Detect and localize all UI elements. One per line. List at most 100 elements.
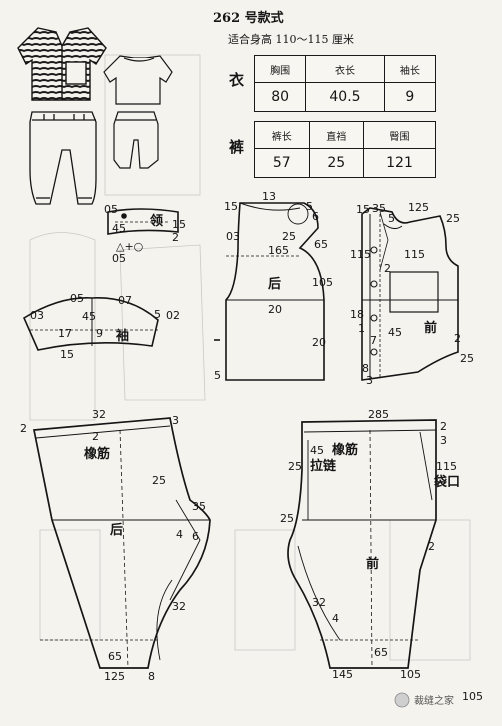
spec-header: 袖长 — [383, 55, 437, 83]
collar-label: 领 — [150, 213, 163, 229]
dim-label: 115 — [436, 460, 457, 473]
sleeve-piece — [22, 297, 159, 351]
spec-value: 25 — [308, 148, 364, 178]
back-bodice-label: 后 — [268, 276, 281, 292]
dim-label: 2 — [20, 422, 27, 435]
spec-value: 9 — [383, 82, 437, 112]
dim-label: 5 — [214, 369, 221, 382]
dim-label: 25 — [152, 474, 166, 487]
dim-label: 15 — [224, 200, 238, 213]
spec-header: 衣长 — [305, 55, 385, 83]
dim-label: 3 — [172, 414, 179, 427]
pants-front-piece — [287, 419, 437, 669]
dim-label: 4 — [332, 612, 339, 625]
sleeve-label: 袖 — [116, 328, 129, 344]
table-bottom-row-label: 裤 — [229, 138, 245, 156]
dim-label: 3 — [366, 374, 373, 387]
dim-label: 165 — [268, 244, 289, 257]
pants-front-label: 前 — [366, 556, 379, 572]
dim-label: 07 — [118, 294, 132, 307]
spec-value: 40.5 — [305, 82, 385, 112]
dim-label: 25 — [460, 352, 474, 365]
dim-label: 35 — [372, 202, 386, 215]
page-title: 262 号款式 — [213, 11, 284, 26]
spec-header: 胸围 — [253, 55, 307, 83]
collar-piece — [107, 208, 179, 235]
dim-label: 125 — [104, 670, 125, 683]
dim-label: 8 — [148, 670, 155, 683]
pants-illustration — [29, 111, 97, 205]
dim-label: 25 — [280, 512, 294, 525]
dim-label: 5 — [306, 200, 313, 213]
collar-mark: △+○ — [116, 240, 143, 253]
dim-label: 25 — [282, 230, 296, 243]
dim-label: 18 — [350, 308, 364, 321]
pants-back-piece — [32, 417, 211, 669]
dim-label: 20 — [268, 303, 282, 316]
dim-label: 45 — [388, 326, 402, 339]
dim-label: 65 — [314, 238, 328, 251]
dim-label: 115 — [404, 248, 425, 261]
dim-label: 15 — [172, 218, 186, 231]
spec-value: 121 — [363, 148, 436, 178]
spec-table-bottom: 裤长 直裆 臀围 57 25 121 — [254, 121, 436, 178]
dim-label: 65 — [108, 650, 122, 663]
spec-header: 裤长 — [254, 121, 310, 149]
dim-label: 05 — [104, 203, 118, 216]
dim-label: 20 — [312, 336, 326, 349]
dim-label: 7 — [370, 334, 377, 347]
dim-label: 105 — [312, 276, 333, 289]
zipper-label: 拉链 — [310, 458, 337, 474]
dim-label: 32 — [92, 408, 106, 421]
spec-table-top: 胸围 衣长 袖长 80 40.5 9 — [253, 55, 437, 112]
dim-label: 2 — [92, 430, 99, 443]
dim-label: 65 — [374, 646, 388, 659]
dim-label: 2 — [440, 420, 447, 433]
dim-label: 32 — [312, 596, 326, 609]
dim-label: 45 — [82, 310, 96, 323]
dim-label: 145 — [332, 668, 353, 681]
dim-label: 6 — [192, 530, 199, 543]
dim-label: 2 — [384, 262, 391, 275]
dim-label: 05 — [70, 292, 84, 305]
watermark-text: 裁缝之家 — [414, 694, 454, 707]
spec-value: 80 — [253, 82, 307, 112]
dim-label: 5 — [154, 308, 161, 321]
dim-label: 03 — [226, 230, 240, 243]
dim-label: 45 — [112, 222, 126, 235]
pants-back-illustration — [113, 111, 159, 169]
dim-label: 6 — [312, 210, 319, 223]
page-subtitle: 适合身高 110～115 厘米 — [228, 33, 354, 46]
dim-label: 105 — [400, 668, 421, 681]
pants-front-elastic-label: 橡筋 — [332, 442, 358, 458]
dim-label: 13 — [262, 190, 276, 203]
wechat-icon — [394, 692, 410, 708]
dim-label: 32 — [172, 600, 186, 613]
dim-label: 9 — [96, 327, 103, 340]
table-top-row-label: 衣 — [229, 71, 245, 89]
pants-back-elastic-label: 橡筋 — [84, 446, 110, 462]
dim-label: 115 — [350, 248, 371, 261]
back-bodice-piece — [214, 202, 325, 381]
dim-label: 17 — [58, 327, 72, 340]
watermark: 裁缝之家 — [394, 692, 454, 708]
pocket-opening-label: 袋口 — [433, 474, 460, 490]
dim-label: 25 — [288, 460, 302, 473]
dim-label: 125 — [408, 201, 429, 214]
dim-label: 3 — [440, 434, 447, 447]
dim-label: 35 — [192, 500, 206, 513]
dim-label: 45 — [310, 444, 324, 457]
dim-label: 2 — [454, 332, 461, 345]
front-bodice-label: 前 — [424, 320, 437, 336]
shirt-back-illustration — [103, 55, 173, 105]
page-number: 105 — [462, 690, 483, 703]
dim-label: 1 — [358, 322, 365, 335]
pants-back-label: 后 — [110, 522, 123, 538]
dim-label: 4 — [176, 528, 183, 541]
front-bodice-piece — [361, 207, 459, 381]
spec-value: 57 — [254, 148, 310, 178]
dim-label: 15 — [60, 348, 74, 361]
dim-label: 25 — [446, 212, 460, 225]
